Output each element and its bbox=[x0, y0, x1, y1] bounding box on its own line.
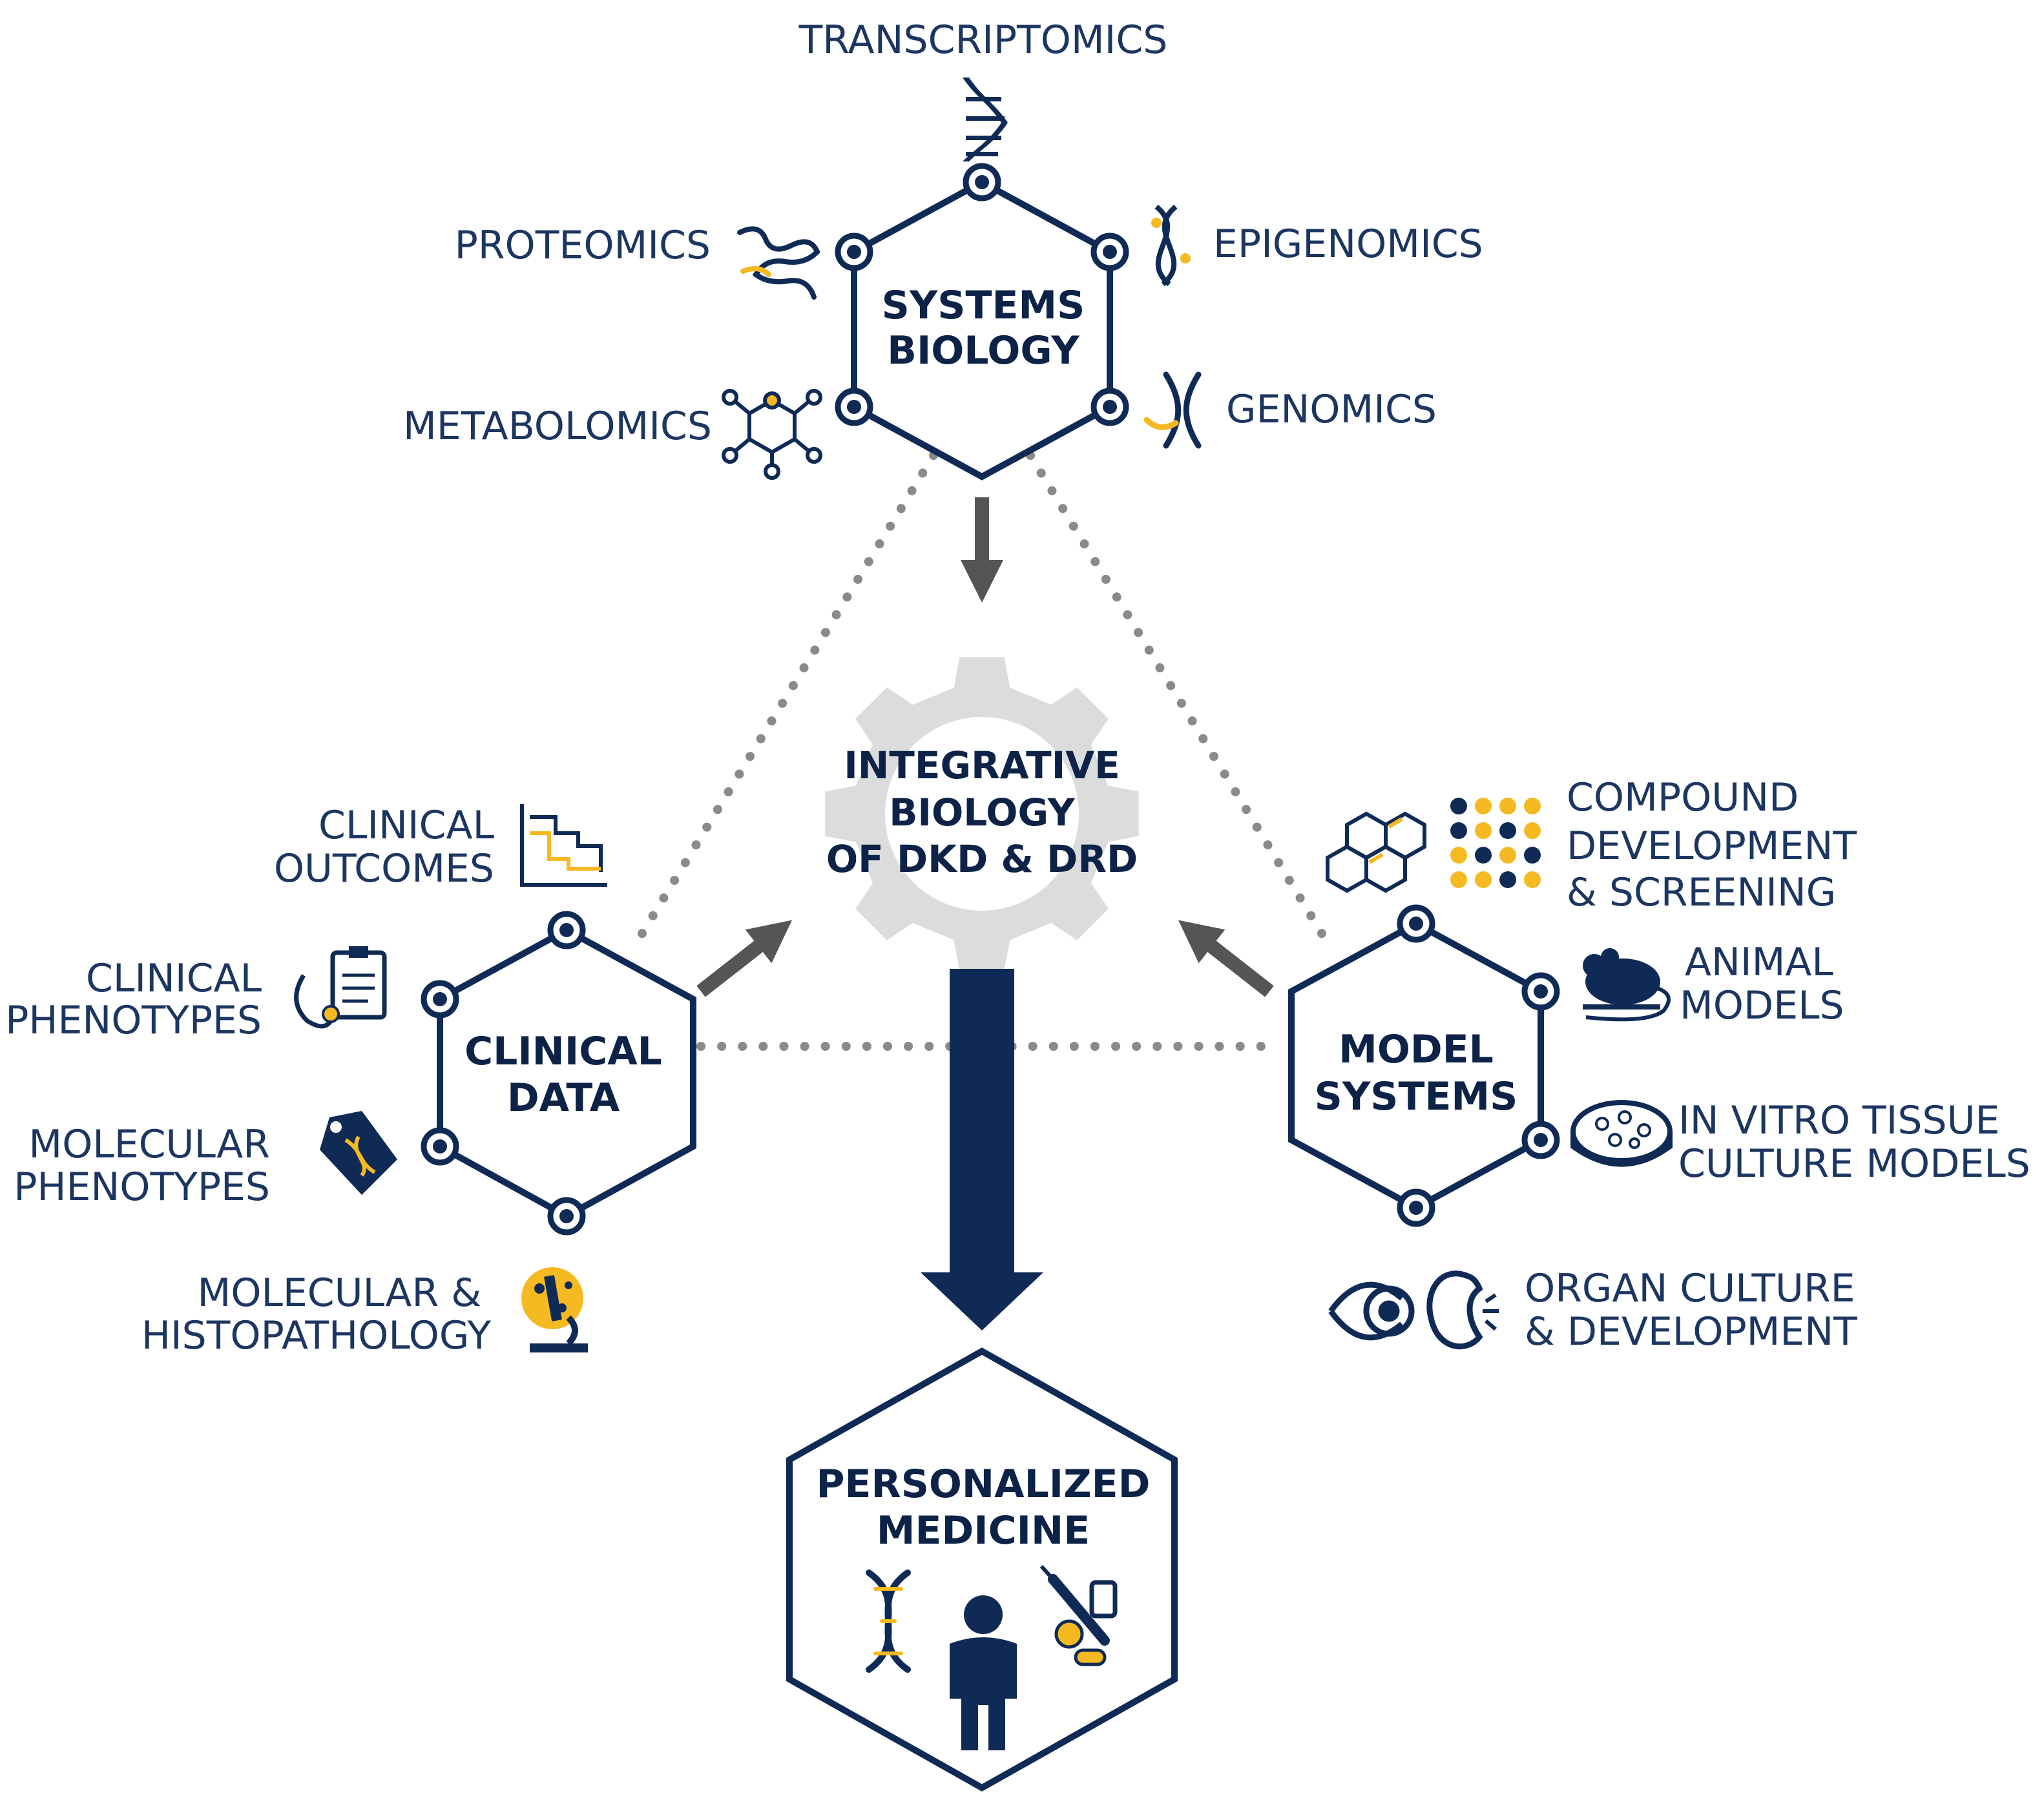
svg-text:DEVELOPMENT: DEVELOPMENT bbox=[1567, 823, 1857, 869]
dot-grid-cell bbox=[1450, 798, 1467, 814]
label-genomics: GENOMICS bbox=[1226, 387, 1437, 432]
svg-text:CLINICAL: CLINICAL bbox=[86, 956, 262, 1001]
input-arrows bbox=[696, 497, 1274, 997]
dot-grid-cell bbox=[1499, 871, 1516, 888]
svg-text:MOLECULAR: MOLECULAR bbox=[28, 1122, 270, 1167]
survival-chart-icon bbox=[520, 804, 607, 887]
dot-grid-cell bbox=[1524, 822, 1541, 839]
dotted-line-left bbox=[632, 451, 938, 948]
model-systems-line-1: MODEL bbox=[1339, 1027, 1494, 1072]
dot-grid-cell bbox=[1524, 871, 1541, 888]
gear-icon bbox=[825, 657, 1139, 971]
output-arrow bbox=[921, 969, 1043, 1331]
dot-grid-cell bbox=[1524, 798, 1541, 814]
svg-text:ORGAN CULTURE: ORGAN CULTURE bbox=[1525, 1266, 1855, 1311]
clinical-data-line-2: DATA bbox=[507, 1075, 620, 1121]
model-systems-hexagon: MODEL SYSTEMS bbox=[1288, 904, 1560, 1227]
svg-text:& SCREENING: & SCREENING bbox=[1567, 870, 1836, 915]
clinical-data-line-1: CLINICAL bbox=[464, 1029, 662, 1074]
dna-helix-icon bbox=[866, 1569, 911, 1673]
mouse-icon bbox=[1583, 948, 1671, 1022]
label-epigenomics: EPIGENOMICS bbox=[1213, 222, 1483, 267]
svg-text:OUTCOMES: OUTCOMES bbox=[274, 846, 494, 891]
dot-grid-cell bbox=[1450, 822, 1467, 839]
arrow-from-model-systems bbox=[1178, 920, 1274, 997]
arrow-from-clinical-data bbox=[696, 920, 792, 997]
chromosome-icon bbox=[1143, 371, 1202, 449]
center-line-2: BIOLOGY bbox=[889, 791, 1076, 834]
dot-grid-cell bbox=[1450, 847, 1467, 864]
microscope-icon bbox=[521, 1267, 588, 1352]
systems-biology-hexagon: SYSTEMS BIOLOGY bbox=[835, 163, 1129, 481]
molecule-network-icon bbox=[722, 389, 822, 480]
clinical-data-hexagon: CLINICAL DATA bbox=[421, 911, 696, 1236]
personalized-line-1: PERSONALIZED bbox=[817, 1462, 1151, 1507]
center-line-3: OF DKD & DRD bbox=[826, 837, 1138, 881]
label-in-vitro-tissue: IN VITRO TISSUE CULTURE MODELS bbox=[1678, 1098, 2030, 1186]
hexagon-molecule-icon bbox=[1326, 811, 1426, 893]
eye-icon bbox=[1328, 1281, 1415, 1341]
kidney-icon bbox=[1426, 1270, 1499, 1350]
svg-text:IN VITRO TISSUE: IN VITRO TISSUE bbox=[1678, 1098, 1999, 1143]
svg-text:HISTOPATHOLOGY: HISTOPATHOLOGY bbox=[141, 1313, 492, 1358]
label-molecular-histopathology: MOLECULAR & HISTOPATHOLOGY bbox=[141, 1270, 492, 1358]
dotted-line-right bbox=[1026, 451, 1332, 948]
dna-helix-icon bbox=[963, 78, 1008, 161]
systems-biology-line-1: SYSTEMS bbox=[882, 283, 1085, 328]
dot-grid-cell bbox=[1524, 847, 1541, 864]
center-line-1: INTEGRATIVE bbox=[844, 743, 1120, 787]
epigenome-icon bbox=[1151, 204, 1191, 287]
svg-text:MODELS: MODELS bbox=[1680, 983, 1844, 1028]
label-transcriptomics: TRANSCRIPTOMICS bbox=[798, 17, 1168, 63]
svg-text:CLINICAL: CLINICAL bbox=[318, 803, 495, 848]
systems-biology-line-2: BIOLOGY bbox=[887, 328, 1080, 373]
label-proteomics: PROTEOMICS bbox=[455, 223, 711, 268]
person-icon bbox=[950, 1595, 1017, 1750]
dot-grid-cell bbox=[1450, 871, 1467, 888]
svg-text:COMPOUND: COMPOUND bbox=[1567, 775, 1799, 820]
label-organ-culture: ORGAN CULTURE & DEVELOPMENT bbox=[1525, 1266, 1857, 1354]
protein-icon bbox=[737, 226, 820, 300]
label-metabolomics: METABOLOMICS bbox=[403, 404, 712, 449]
svg-text:MOLECULAR &: MOLECULAR & bbox=[197, 1270, 481, 1316]
center-label: INTEGRATIVE BIOLOGY OF DKD & DRD bbox=[826, 743, 1138, 881]
hexagon-nodes bbox=[835, 163, 1129, 426]
dna-tag-icon bbox=[320, 1111, 397, 1195]
dot-grid-cell bbox=[1475, 847, 1492, 864]
label-clinical-phenotypes: CLINICAL PHENOTYPES bbox=[5, 956, 262, 1043]
model-systems-line-2: SYSTEMS bbox=[1315, 1074, 1518, 1119]
label-compound-development: COMPOUND DEVELOPMENT & SCREENING bbox=[1567, 775, 1857, 915]
label-clinical-outcomes: CLINICAL OUTCOMES bbox=[274, 803, 495, 891]
label-molecular-phenotypes: MOLECULAR PHENOTYPES bbox=[14, 1122, 270, 1210]
dot-grid-cell bbox=[1475, 822, 1492, 839]
svg-text:CULTURE MODELS: CULTURE MODELS bbox=[1678, 1141, 2030, 1186]
svg-text:PHENOTYPES: PHENOTYPES bbox=[5, 998, 262, 1043]
personalized-medicine-hexagon: PERSONALIZED MEDICINE bbox=[786, 1347, 1178, 1792]
svg-text:PHENOTYPES: PHENOTYPES bbox=[14, 1165, 270, 1210]
label-animal-models: ANIMAL MODELS bbox=[1680, 940, 1844, 1028]
dot-grid-cell bbox=[1499, 798, 1516, 814]
dot-grid-cell bbox=[1499, 847, 1516, 864]
dot-grid-icon bbox=[1450, 798, 1541, 888]
svg-text:ANIMAL: ANIMAL bbox=[1685, 940, 1833, 985]
dot-grid-cell bbox=[1499, 822, 1516, 839]
dot-grid-cell bbox=[1475, 798, 1492, 814]
syringe-pill-icon bbox=[1039, 1564, 1118, 1666]
petri-dish-icon bbox=[1570, 1100, 1673, 1167]
svg-text:& DEVELOPMENT: & DEVELOPMENT bbox=[1525, 1309, 1857, 1354]
personalized-line-2: MEDICINE bbox=[877, 1508, 1090, 1553]
dot-grid-cell bbox=[1475, 871, 1492, 888]
stethoscope-clipboard-icon bbox=[294, 946, 387, 1029]
